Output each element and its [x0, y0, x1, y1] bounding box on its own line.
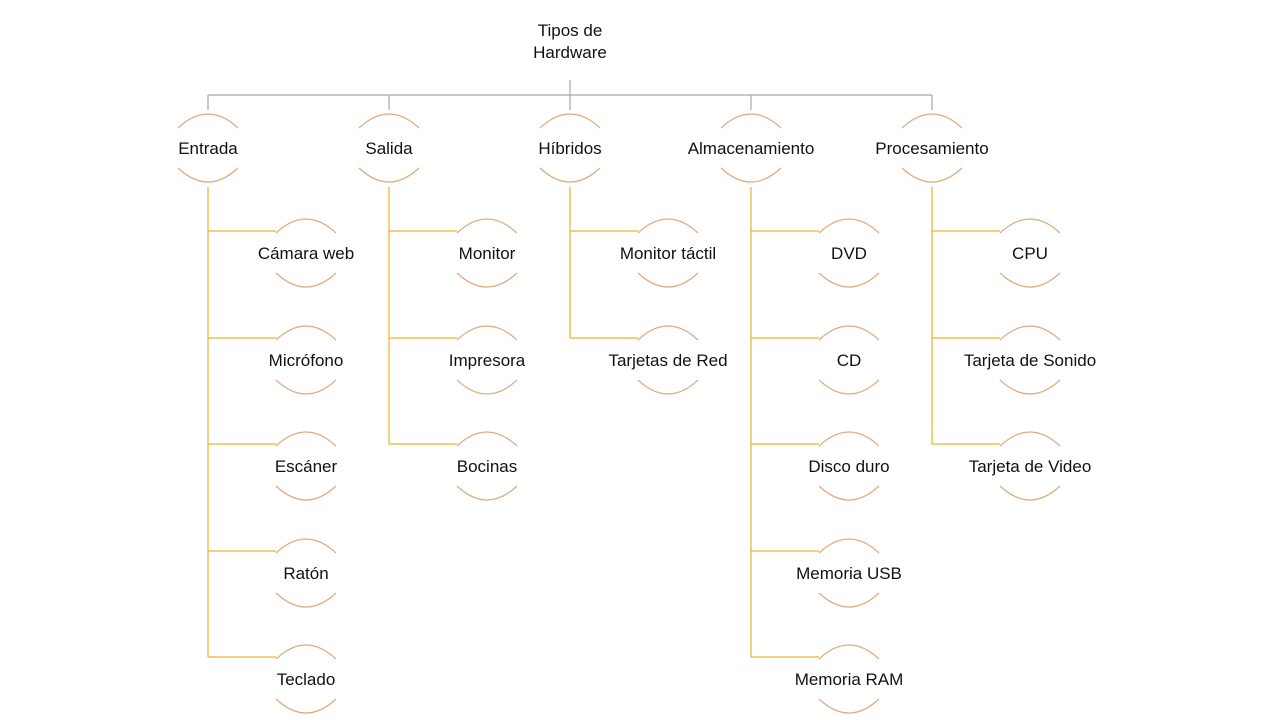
- item-label: Monitor: [459, 244, 516, 263]
- item-almacenamiento-1-top-arc: [818, 325, 880, 341]
- item-almacenamiento-2-top-arc: [818, 431, 880, 447]
- item-label: Tarjeta de Video: [969, 457, 1092, 476]
- item-label: CPU: [1012, 244, 1048, 263]
- category-entrada-top-arc: [177, 113, 239, 129]
- category-procesamiento-bottom-arc: [901, 167, 963, 183]
- item-entrada-4-top-arc: [275, 644, 337, 660]
- item-label: Ratón: [283, 564, 328, 583]
- item-entrada-0-bottom-arc: [275, 272, 337, 288]
- item-entrada-1-bottom-arc: [275, 379, 337, 395]
- category-label-procesamiento: Procesamiento: [875, 139, 988, 158]
- item-almacenamiento-4-bottom-arc: [818, 698, 880, 714]
- item-salida-0-top-arc: [456, 218, 518, 234]
- item-hibridos-1-bottom-arc: [637, 379, 699, 395]
- item-label: Micrófono: [269, 351, 344, 370]
- item-almacenamiento-3-bottom-arc: [818, 592, 880, 608]
- item-almacenamiento-2-bottom-arc: [818, 485, 880, 501]
- item-procesamiento-2-bottom-arc: [999, 485, 1061, 501]
- category-salida-top-arc: [358, 113, 420, 129]
- root-node-label: Tipos de Hardware: [533, 21, 607, 62]
- category-label-hibridos: Híbridos: [538, 139, 601, 158]
- item-hibridos-1-top-arc: [637, 325, 699, 341]
- item-entrada-1-top-arc: [275, 325, 337, 341]
- category-hibridos-top-arc: [539, 113, 601, 129]
- item-label: Impresora: [449, 351, 526, 370]
- item-entrada-4-bottom-arc: [275, 698, 337, 714]
- item-entrada-3-bottom-arc: [275, 592, 337, 608]
- item-almacenamiento-3-top-arc: [818, 538, 880, 554]
- connectors: [207, 80, 1000, 658]
- item-salida-1-bottom-arc: [456, 379, 518, 395]
- root-label-line: Hardware: [533, 43, 607, 62]
- item-hibridos-0-bottom-arc: [637, 272, 699, 288]
- item-label: Memoria RAM: [795, 670, 904, 689]
- item-procesamiento-0-top-arc: [999, 218, 1061, 234]
- category-almacenamiento-bottom-arc: [720, 167, 782, 183]
- item-entrada-2-top-arc: [275, 431, 337, 447]
- item-label: Tarjeta de Sonido: [964, 351, 1096, 370]
- category-hibridos-bottom-arc: [539, 167, 601, 183]
- item-almacenamiento-0-bottom-arc: [818, 272, 880, 288]
- item-procesamiento-1-top-arc: [999, 325, 1061, 341]
- item-label: Monitor táctil: [620, 244, 716, 263]
- item-salida-0-bottom-arc: [456, 272, 518, 288]
- item-hibridos-0-top-arc: [637, 218, 699, 234]
- category-entrada-bottom-arc: [177, 167, 239, 183]
- item-entrada-0-top-arc: [275, 218, 337, 234]
- item-procesamiento-2-top-arc: [999, 431, 1061, 447]
- root-label-line: Tipos de: [538, 21, 603, 40]
- item-procesamiento-1-bottom-arc: [999, 379, 1061, 395]
- category-label-almacenamiento: Almacenamiento: [688, 139, 815, 158]
- item-label: DVD: [831, 244, 867, 263]
- item-entrada-2-bottom-arc: [275, 485, 337, 501]
- item-salida-2-top-arc: [456, 431, 518, 447]
- item-label: Memoria USB: [796, 564, 902, 583]
- item-label: Tarjetas de Red: [608, 351, 727, 370]
- item-label: CD: [837, 351, 862, 370]
- category-label-entrada: Entrada: [178, 139, 238, 158]
- category-almacenamiento-top-arc: [720, 113, 782, 129]
- item-salida-2-bottom-arc: [456, 485, 518, 501]
- category-salida-bottom-arc: [358, 167, 420, 183]
- item-label: Teclado: [277, 670, 336, 689]
- category-label-salida: Salida: [365, 139, 413, 158]
- item-almacenamiento-0-top-arc: [818, 218, 880, 234]
- item-salida-1-top-arc: [456, 325, 518, 341]
- item-label: Bocinas: [457, 457, 517, 476]
- item-almacenamiento-1-bottom-arc: [818, 379, 880, 395]
- item-label: Disco duro: [808, 457, 889, 476]
- item-procesamiento-0-bottom-arc: [999, 272, 1061, 288]
- item-almacenamiento-4-top-arc: [818, 644, 880, 660]
- item-label: Cámara web: [258, 244, 354, 263]
- item-entrada-3-top-arc: [275, 538, 337, 554]
- category-procesamiento-top-arc: [901, 113, 963, 129]
- item-label: Escáner: [275, 457, 338, 476]
